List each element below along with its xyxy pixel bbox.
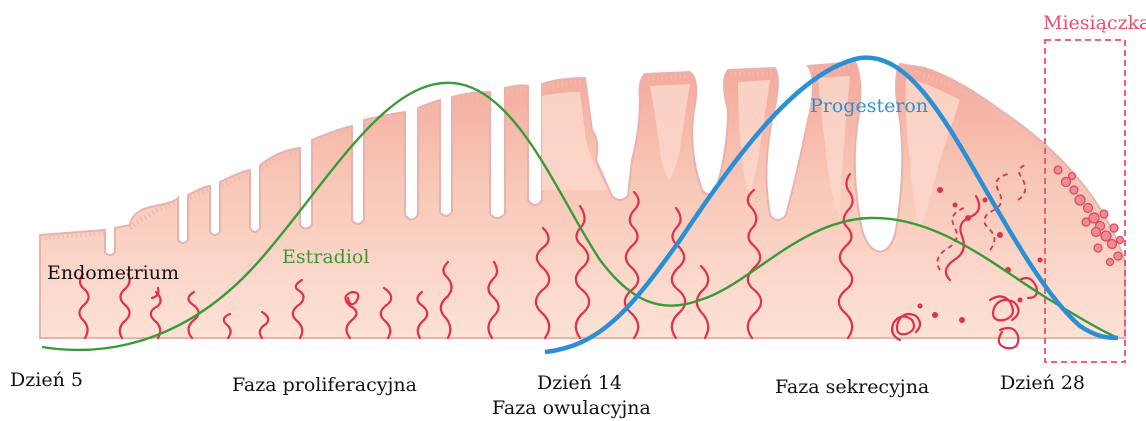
endometrium-tissue [40,62,1125,338]
day5-label: Dzień 5 [10,369,83,391]
endometrium-label: Endometrium [47,262,179,284]
phase-secretory-label: Faza sekrecyjna [775,376,929,398]
progesteron-label: Progesteron [810,95,928,117]
phase-proliferative-label: Faza proliferacyjna [232,374,417,396]
estradiol-label: Estradiol [282,246,369,268]
day14-label: Dzień 14 [537,372,622,394]
day28-label: Dzień 28 [1000,372,1085,394]
phase-ovulatory-label: Faza owulacyjna [492,397,651,419]
menstruation-label: Miesiączka [1043,12,1146,34]
